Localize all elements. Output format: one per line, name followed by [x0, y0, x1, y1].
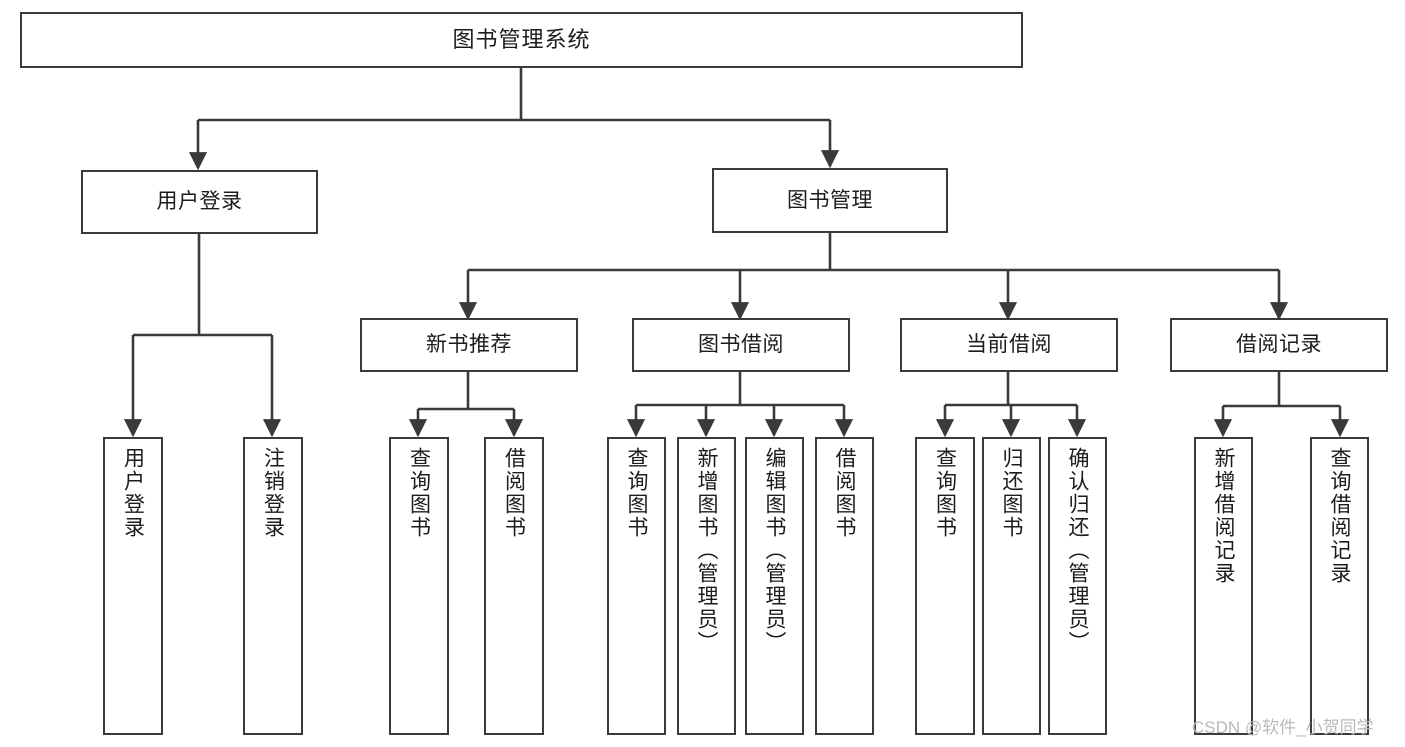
node-root-book-management-system[interactable]: 图书管理系统 — [20, 12, 1023, 68]
node-label: 查询图书 — [625, 447, 648, 539]
node-label: 查询图书 — [407, 447, 431, 539]
node-label: 当前借阅 — [966, 333, 1052, 357]
node-new-book-recommendation[interactable]: 新书推荐 — [360, 318, 578, 372]
node-label: 新书推荐 — [426, 333, 512, 357]
node-label: 注销登录 — [261, 447, 285, 539]
node-label: 用户登录 — [121, 447, 145, 539]
node-label: 借阅图书 — [502, 447, 526, 539]
node-leaf-query-book-current[interactable]: 查询图书 — [915, 437, 975, 735]
node-leaf-query-borrowing-record[interactable]: 查询借阅记录 — [1310, 437, 1369, 735]
node-leaf-user-logout[interactable]: 注销登录 — [243, 437, 303, 735]
node-label: 归还图书 — [1000, 447, 1023, 539]
node-label: 图书管理 — [787, 188, 873, 212]
node-leaf-return-book[interactable]: 归还图书 — [982, 437, 1041, 735]
node-leaf-user-login[interactable]: 用户登录 — [103, 437, 163, 735]
node-label: 借阅记录 — [1236, 333, 1322, 357]
node-book-borrowing[interactable]: 图书借阅 — [632, 318, 850, 372]
node-leaf-borrow-book-recommendation[interactable]: 借阅图书 — [484, 437, 544, 735]
node-leaf-query-book-borrowing[interactable]: 查询图书 — [607, 437, 666, 735]
node-label: 确认归还（管理员） — [1066, 447, 1089, 654]
node-leaf-add-borrowing-record[interactable]: 新增借阅记录 — [1194, 437, 1253, 735]
node-leaf-edit-book-admin[interactable]: 编辑图书（管理员） — [745, 437, 804, 735]
node-borrowing-record[interactable]: 借阅记录 — [1170, 318, 1388, 372]
node-current-borrowing[interactable]: 当前借阅 — [900, 318, 1118, 372]
node-label: 查询借阅记录 — [1328, 447, 1351, 585]
node-user-login[interactable]: 用户登录 — [81, 170, 318, 234]
node-label: 图书借阅 — [698, 333, 784, 357]
node-label: 新增图书（管理员） — [695, 447, 718, 654]
node-label: 用户登录 — [156, 190, 243, 214]
node-leaf-confirm-return-admin[interactable]: 确认归还（管理员） — [1048, 437, 1107, 735]
node-leaf-query-book-recommendation[interactable]: 查询图书 — [389, 437, 449, 735]
node-label: 新增借阅记录 — [1212, 447, 1235, 585]
watermark: CSDN @软件_小贺同学 — [1192, 718, 1374, 737]
node-label: 编辑图书（管理员） — [763, 447, 786, 654]
node-leaf-add-book-admin[interactable]: 新增图书（管理员） — [677, 437, 736, 735]
node-label: 图书管理系统 — [452, 26, 591, 52]
node-book-management[interactable]: 图书管理 — [712, 168, 948, 233]
node-label: 查询图书 — [933, 447, 957, 539]
node-label: 借阅图书 — [833, 447, 856, 539]
node-leaf-borrow-book[interactable]: 借阅图书 — [815, 437, 874, 735]
